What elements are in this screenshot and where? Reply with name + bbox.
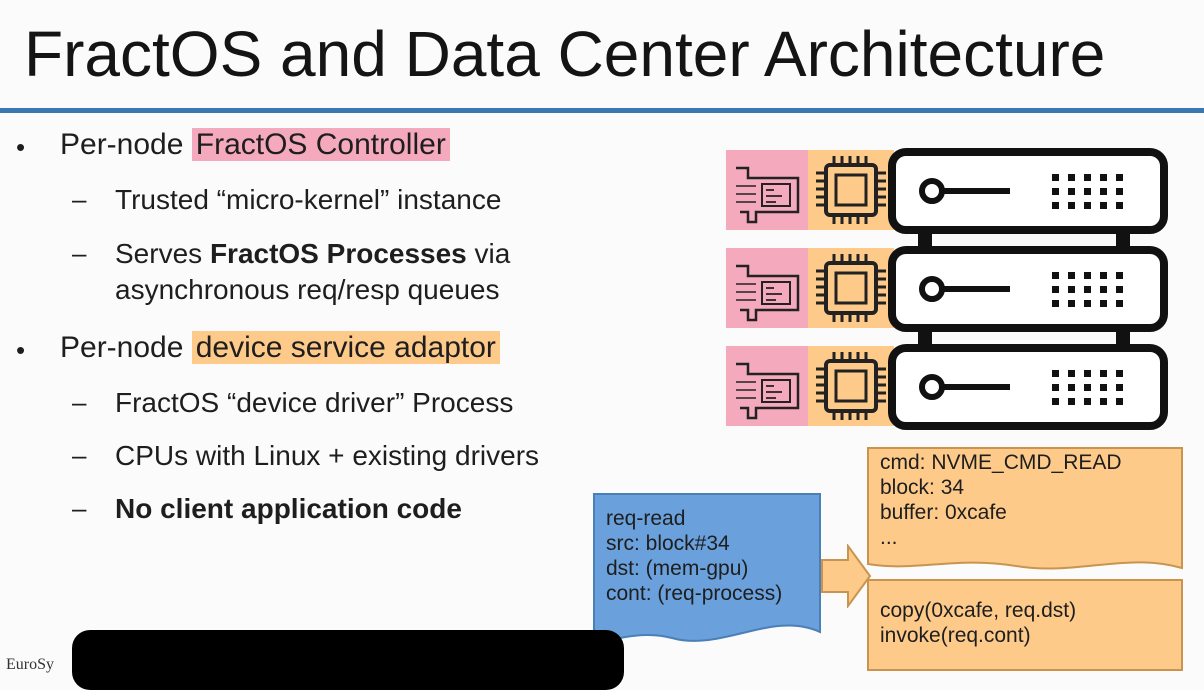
request-line: src: block#34 [606,532,730,555]
request-box: req-read src: block#34 dst: (mem-gpu) co… [606,506,782,606]
network-card-icon [724,148,810,232]
slide-title: FractOS and Data Center Architecture [24,18,1106,90]
continuation-line: invoke(req.cont) [880,624,1031,647]
bullet-prefix: Per-node [60,331,192,364]
highlight-adaptor: device service adaptor [191,331,500,364]
bold-processes: FractOS Processes [209,238,467,269]
command-line: block: 34 [880,476,965,499]
command-line: cmd: NVME_CMD_READ [880,451,1122,474]
command-line: buffer: 0xcafe [880,501,1007,524]
footer-text: EuroSy [6,656,54,673]
request-line: cont: (req-process) [606,582,783,605]
request-line: dst: (mem-gpu) [606,557,749,580]
server-row-2 [724,246,1164,330]
title-rule [0,108,1204,113]
server-rack-icon [892,250,1164,328]
request-line: req-read [606,507,686,530]
command-box-shape [867,447,1183,570]
arrow-right-icon [821,544,872,608]
sub-item-text: Trusted “micro-kernel” instance [115,184,502,215]
continuation-line: copy(0xcafe, req.dst) [880,599,1077,622]
bullet-dot: • [16,335,26,365]
server-row-3 [724,344,1164,428]
cpu-chip-icon [806,148,896,232]
command-line: ... [880,526,898,549]
continuation-box-shape [867,579,1183,671]
server-row-1 [724,148,1164,232]
highlight-controller: FractOS Controller [191,128,450,161]
continuation-box: copy(0xcafe, req.dst) invoke(req.cont) [880,598,1076,648]
command-box: cmd: NVME_CMD_READ block: 34 buffer: 0xc… [880,450,1122,550]
network-card-icon [724,246,810,330]
bullet-prefix: Per-node [60,128,192,161]
server-rack-icon [892,152,1164,230]
redaction-bar [72,630,624,690]
network-card-icon [724,344,810,428]
server-rack-icon [892,348,1164,426]
cpu-chip-icon [806,344,896,428]
cpu-chip-icon [806,246,896,330]
bullet-dot: • [16,132,26,162]
server-diagram [724,148,1200,440]
